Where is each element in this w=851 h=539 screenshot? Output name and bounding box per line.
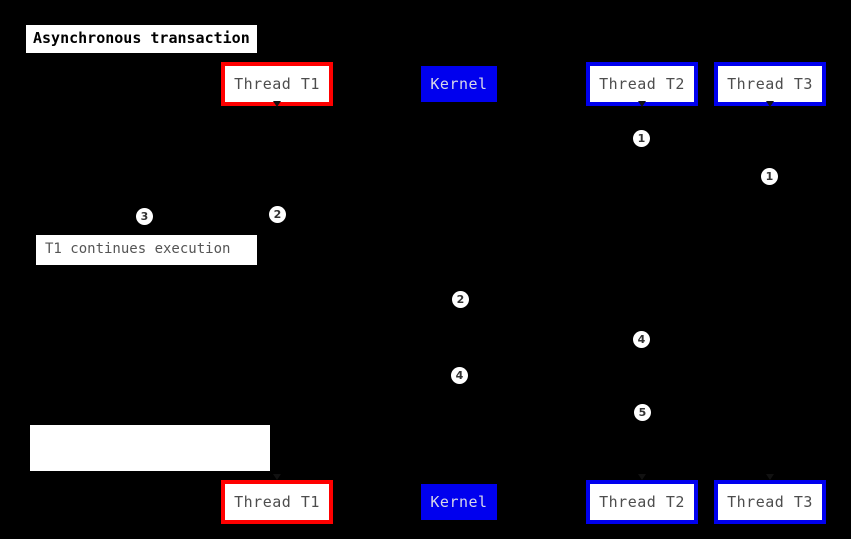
diagram-title: Asynchronous transaction — [26, 25, 257, 53]
step-badge-4: 4 — [451, 367, 468, 384]
participant-label: Thread T2 — [599, 492, 685, 511]
thread-t1-lifeline — [277, 106, 278, 480]
step-badge-4: 4 — [633, 331, 650, 348]
step-badge-2: 2 — [452, 291, 469, 308]
note-t1-continues-execution: T1 continues execution — [36, 235, 257, 265]
thread-t3-bottom-arrowhead — [766, 474, 774, 480]
thread-t1-top-arrowhead — [273, 101, 281, 107]
thread-t2-bottom-arrowhead — [638, 474, 646, 480]
participant-label: Kernel — [430, 74, 488, 93]
participant-thread-t1-bottom[interactable]: Thread T1 — [221, 480, 333, 524]
participant-label: Thread T1 — [234, 492, 320, 511]
participant-thread-t2-bottom[interactable]: Thread T2 — [586, 480, 698, 524]
participant-label: Kernel — [430, 492, 488, 511]
step-badge-5: 5 — [634, 404, 651, 421]
step-badge-2: 2 — [269, 206, 286, 223]
participant-label: Thread T1 — [234, 74, 320, 93]
participant-label: Thread T3 — [727, 74, 813, 93]
participant-thread-t2-top[interactable]: Thread T2 — [586, 62, 698, 106]
thread-t3-top-arrowhead — [766, 101, 774, 107]
step-badge-1: 1 — [761, 168, 778, 185]
participant-thread-t3-top[interactable]: Thread T3 — [714, 62, 826, 106]
participant-label: Thread T2 — [599, 74, 685, 93]
participant-thread-t1-top[interactable]: Thread T1 — [221, 62, 333, 106]
step-badge-1: 1 — [633, 130, 650, 147]
thread-t1-bottom-arrowhead — [273, 474, 281, 480]
thread-t2-lifeline — [642, 106, 643, 480]
step-badge-3: 3 — [136, 208, 153, 225]
note-blank — [30, 425, 270, 471]
thread-t2-top-arrowhead — [638, 101, 646, 107]
thread-t3-lifeline — [770, 106, 771, 480]
participant-label: Thread T3 — [727, 492, 813, 511]
participant-kernel-bottom[interactable]: Kernel — [421, 484, 497, 520]
participant-kernel-top[interactable]: Kernel — [421, 66, 497, 102]
participant-thread-t3-bottom[interactable]: Thread T3 — [714, 480, 826, 524]
